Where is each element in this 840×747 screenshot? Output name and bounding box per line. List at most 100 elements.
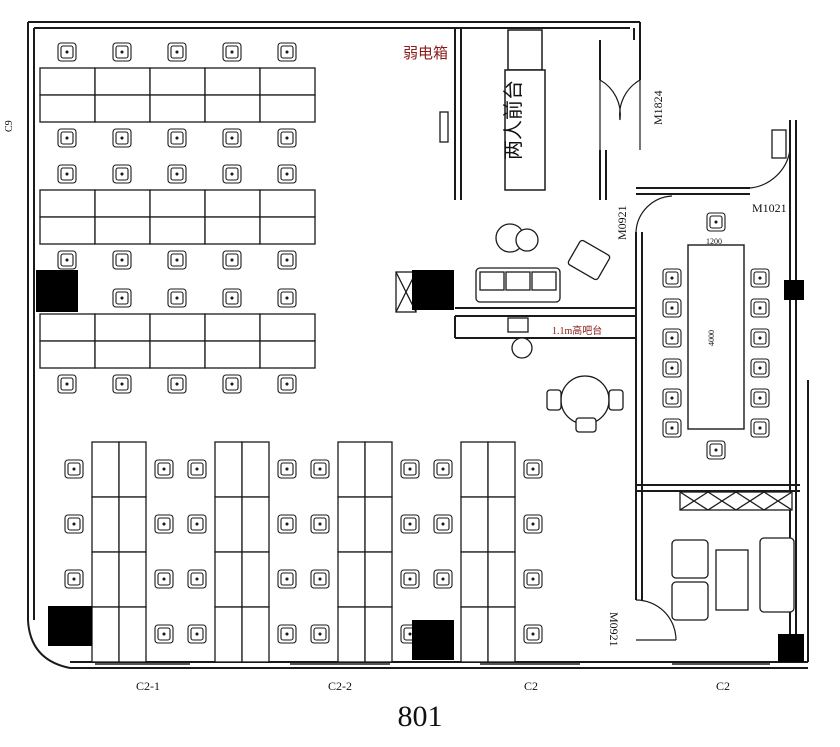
desk: [460, 441, 489, 498]
chair: [310, 514, 330, 534]
desk: [460, 551, 489, 608]
desk: [91, 441, 120, 498]
table-length-dim: 4000: [707, 330, 716, 346]
chair: [662, 268, 682, 288]
desk: [204, 67, 261, 96]
desk: [214, 551, 243, 608]
chair: [310, 459, 330, 479]
chair: [57, 250, 77, 270]
table-width-dim: 1200: [706, 237, 722, 246]
desk: [259, 94, 316, 123]
chair: [187, 459, 207, 479]
chair: [64, 569, 84, 589]
reception-label: 两人前台: [502, 80, 525, 160]
desk: [91, 551, 120, 608]
window-label: C2: [716, 679, 730, 693]
room-number: 801: [397, 700, 443, 733]
desk: [259, 313, 316, 342]
window-label: C2-1: [136, 679, 160, 693]
desk: [364, 496, 393, 553]
office-chairs: [57, 42, 770, 644]
chair: [57, 42, 77, 62]
desk: [94, 189, 151, 218]
door-m1021-label: M1021: [752, 201, 787, 215]
desk: [487, 606, 516, 663]
column: [36, 270, 78, 312]
desk: [337, 606, 366, 663]
chair: [277, 42, 297, 62]
chair: [64, 459, 84, 479]
chair: [310, 569, 330, 589]
chair: [750, 298, 770, 318]
desk: [259, 340, 316, 369]
chair: [277, 459, 297, 479]
desk: [39, 67, 96, 96]
chair: [277, 288, 297, 308]
chair: [750, 268, 770, 288]
desk: [94, 67, 151, 96]
chair: [523, 514, 543, 534]
desk: [39, 94, 96, 123]
chair: [112, 250, 132, 270]
desk: [149, 216, 206, 245]
desk: [241, 606, 270, 663]
desk: [204, 94, 261, 123]
desk: [204, 340, 261, 369]
desk: [214, 606, 243, 663]
column: [412, 270, 454, 310]
chair: [433, 514, 453, 534]
chair: [433, 459, 453, 479]
desk: [91, 606, 120, 663]
chair: [523, 459, 543, 479]
desk: [241, 441, 270, 498]
desk: [337, 441, 366, 498]
desk: [259, 189, 316, 218]
desk: [259, 67, 316, 96]
chair: [277, 128, 297, 148]
desk: [149, 313, 206, 342]
chair: [400, 459, 420, 479]
chair: [222, 42, 242, 62]
desk: [149, 340, 206, 369]
desk: [94, 313, 151, 342]
desk: [149, 67, 206, 96]
desk: [487, 496, 516, 553]
desk: [39, 340, 96, 369]
lounge-furniture: [475, 223, 624, 433]
chair: [662, 418, 682, 438]
desk: [364, 606, 393, 663]
chair: [277, 514, 297, 534]
chair: [167, 374, 187, 394]
chair: [662, 328, 682, 348]
chair: [400, 514, 420, 534]
desk: [337, 496, 366, 553]
chair: [154, 569, 174, 589]
desk: [118, 496, 147, 553]
desk: [241, 496, 270, 553]
desk: [204, 189, 261, 218]
chair: [222, 250, 242, 270]
chair: [57, 164, 77, 184]
chair: [400, 569, 420, 589]
left-edge-tag: C9: [4, 120, 15, 132]
chair: [112, 288, 132, 308]
desk: [337, 551, 366, 608]
column: [784, 280, 804, 300]
chair: [750, 358, 770, 378]
workstation-desks: [39, 67, 516, 663]
desk: [487, 441, 516, 498]
desk: [149, 94, 206, 123]
meeting-table: [687, 244, 745, 430]
desk: [204, 313, 261, 342]
chair: [662, 388, 682, 408]
chair: [523, 624, 543, 644]
desk: [214, 441, 243, 498]
chair: [222, 288, 242, 308]
column: [412, 620, 454, 660]
chair: [523, 569, 543, 589]
chair: [187, 569, 207, 589]
chair: [222, 374, 242, 394]
chair: [57, 374, 77, 394]
chair: [112, 128, 132, 148]
